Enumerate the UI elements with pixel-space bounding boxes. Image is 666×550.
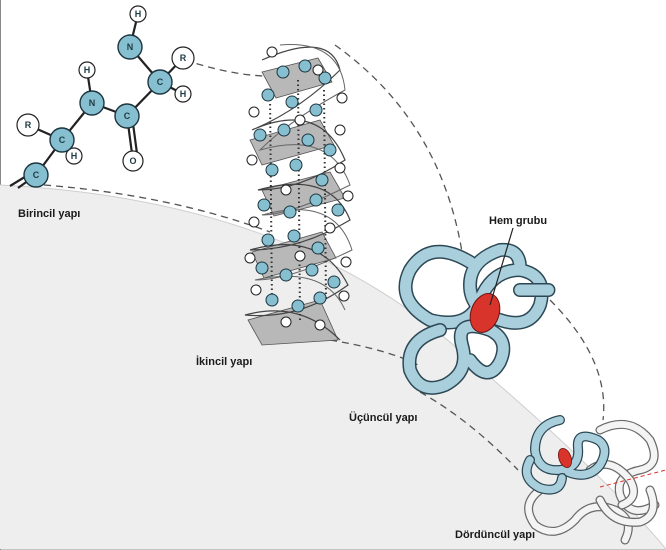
label-quaternary-structure: Dördüncül yapı	[455, 529, 535, 541]
atom-hydrogen-2: H	[84, 65, 91, 75]
atom-hydrogen-4: H	[135, 9, 142, 19]
connector-primary-secondary-lower	[43, 184, 271, 233]
heme-group-tertiary	[469, 293, 501, 333]
connector-tertiary-quaternary-lower	[419, 391, 519, 471]
quaternary-red-dash	[599, 469, 666, 488]
primary-structure-molecule: C C N C C N R H H O R H H	[9, 5, 195, 189]
atom-r-group-1: R	[25, 120, 32, 130]
atom-carbon-4: C	[157, 77, 164, 87]
label-secondary-structure: İkincil yapı	[196, 355, 252, 368]
label-tertiary-structure: Üçüncül yapı	[349, 411, 417, 424]
atom-carbon-2: C	[59, 135, 66, 145]
heme-pointer-line	[489, 227, 514, 306]
atom-oxygen-1: O	[129, 156, 136, 166]
secondary-structure-helix	[244, 44, 354, 346]
connector-secondary-tertiary-upper	[334, 44, 463, 253]
atom-hydrogen-1: H	[71, 151, 78, 161]
atom-carbon-1: C	[33, 170, 40, 180]
connector-tertiary-quaternary-upper	[549, 299, 605, 421]
label-primary-structure: Birincil yapı	[18, 208, 80, 220]
quaternary-structure-hemoglobin	[521, 415, 666, 545]
heme-group-quaternary	[558, 447, 572, 469]
atom-nitrogen-1: N	[89, 98, 96, 108]
tertiary-structure-globin	[398, 227, 556, 395]
label-heme-group: Hem grubu	[489, 215, 547, 227]
atom-hydrogen-3: H	[180, 89, 187, 99]
atom-nitrogen-2: N	[127, 42, 134, 52]
background-wedge	[0, 185, 666, 549]
atom-carbon-3: C	[124, 111, 131, 121]
atom-r-group-2: R	[180, 53, 187, 63]
